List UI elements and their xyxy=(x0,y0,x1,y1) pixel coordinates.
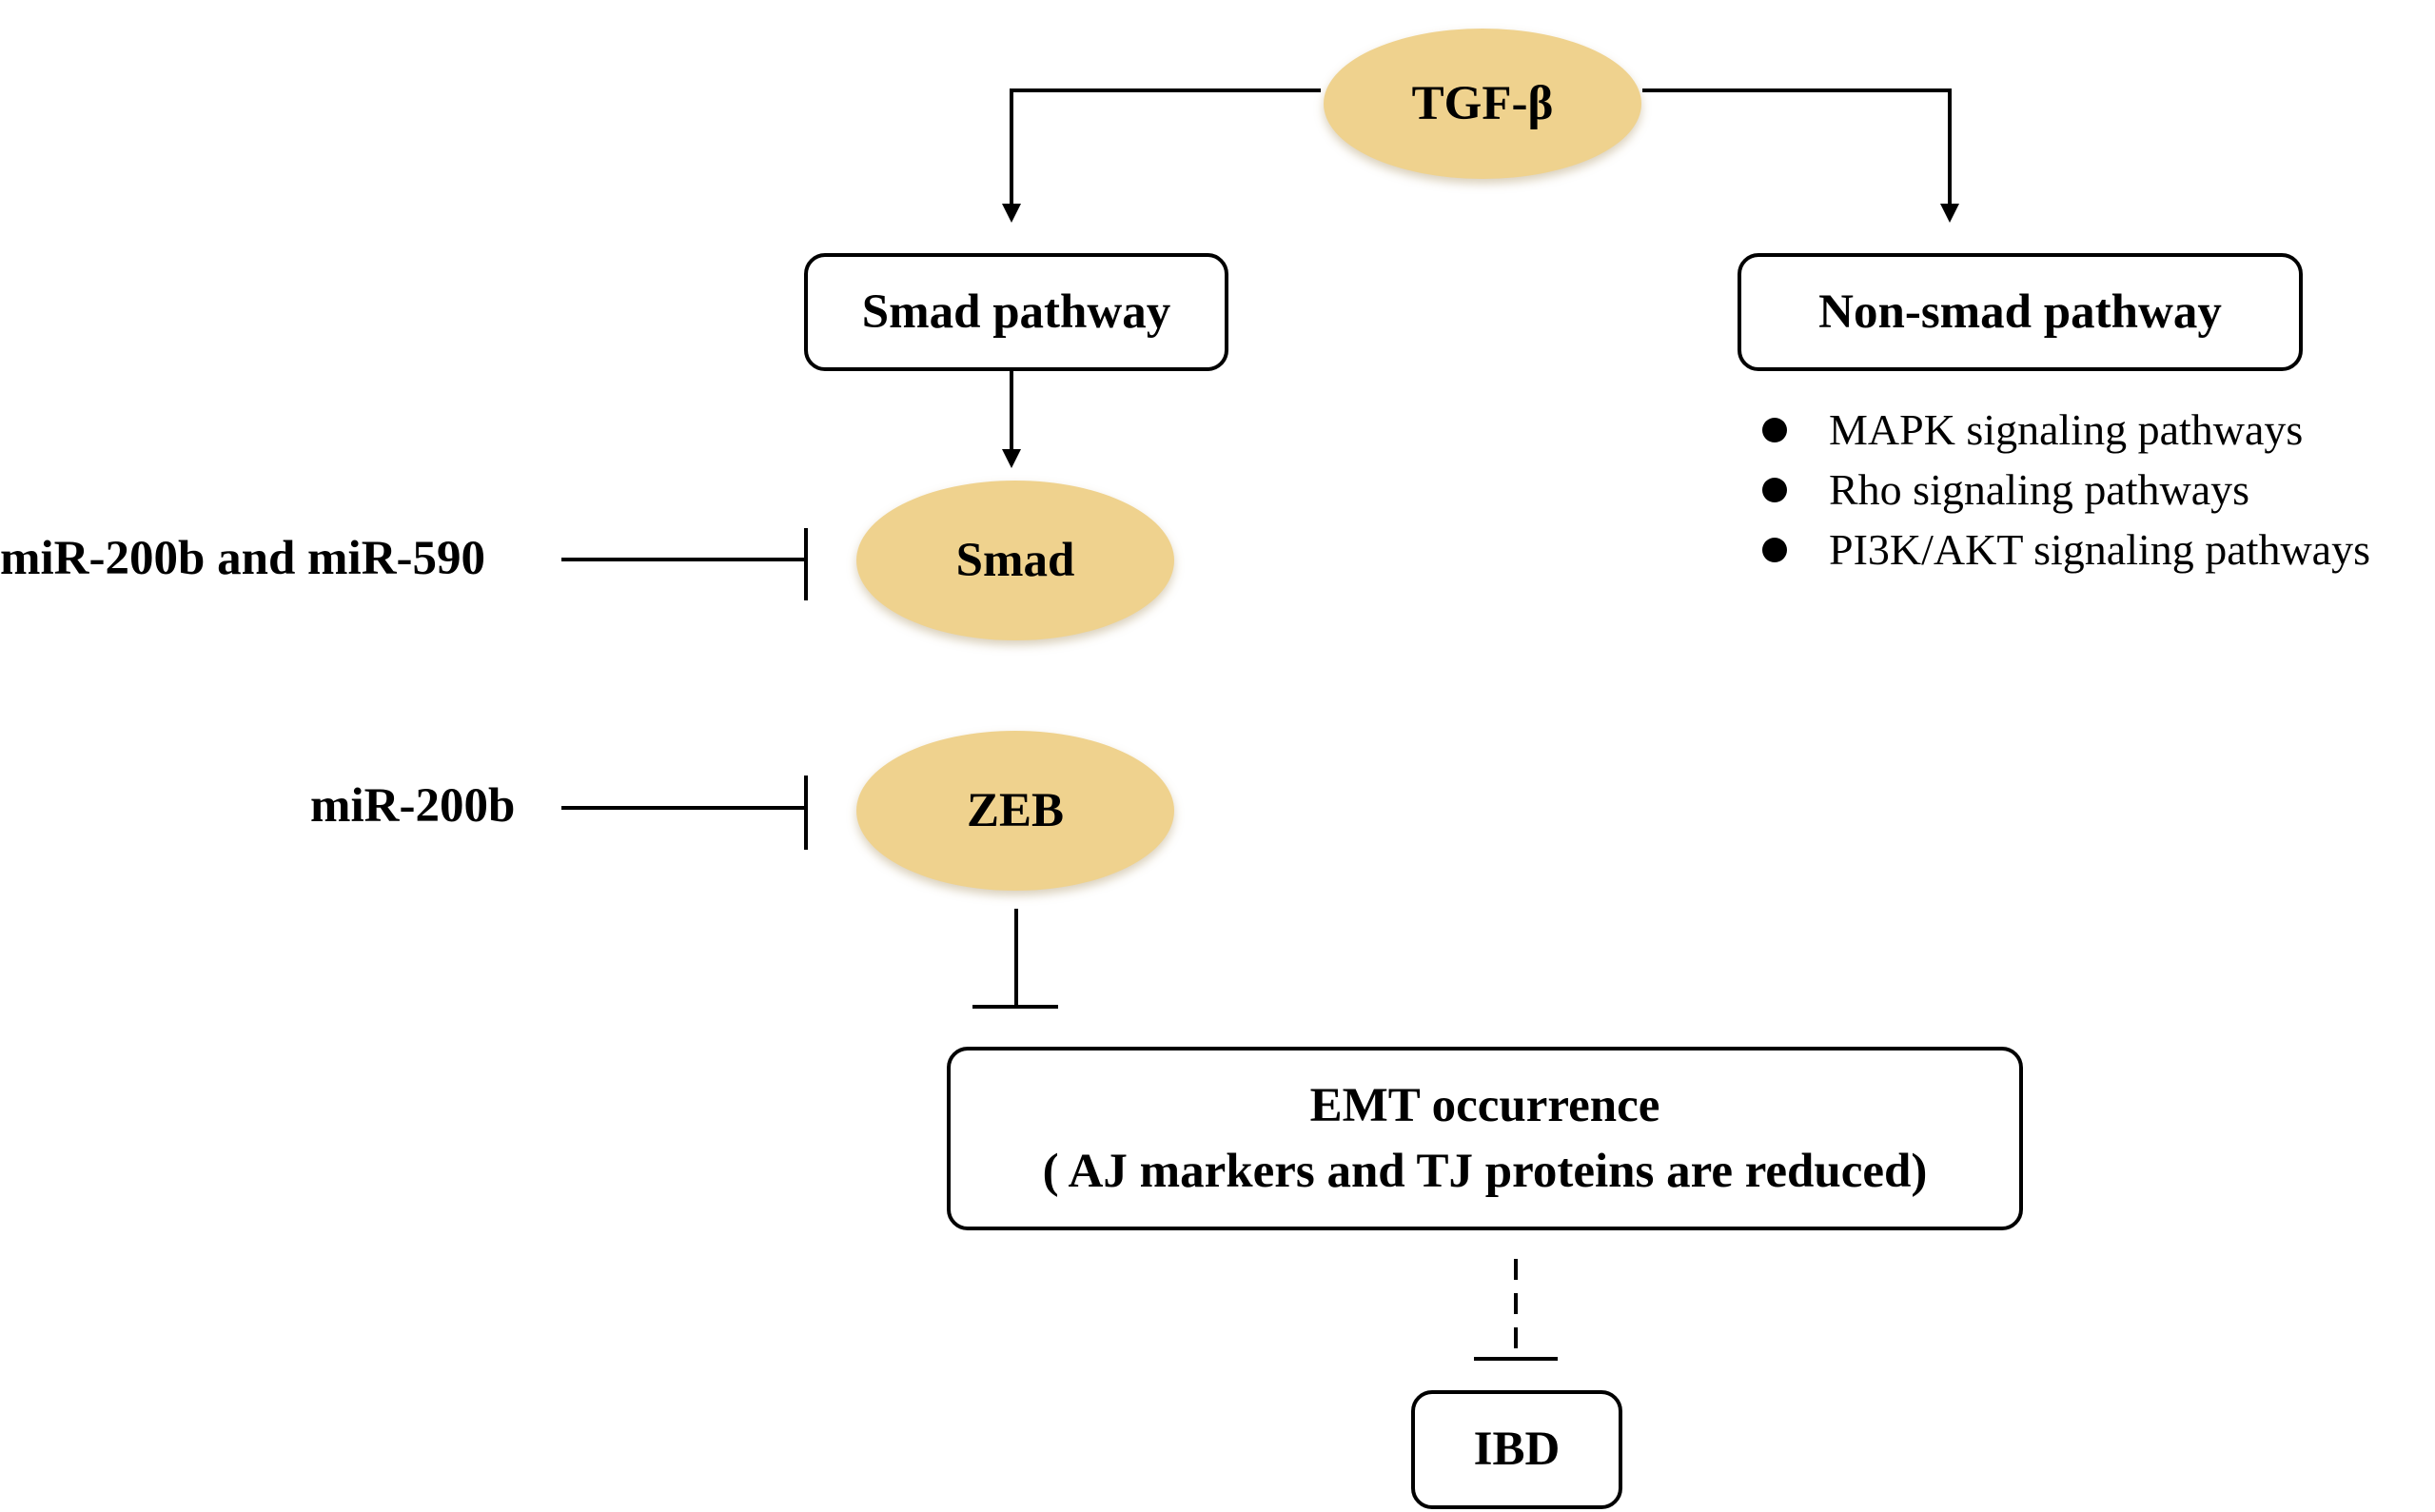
list-item: PI3K/AKT signaling pathways xyxy=(1758,520,2370,579)
smad-pathway-box: Smad pathway xyxy=(804,253,1228,371)
zeb-label: ZEB xyxy=(966,784,1065,837)
list-item: Rho signaling pathways xyxy=(1758,460,2370,520)
tgf-beta-node: TGF-β xyxy=(1324,29,1641,179)
non-smad-pathway-list: MAPK signaling pathways Rho signaling pa… xyxy=(1758,400,2370,579)
arrow-smad-pathway-to-smad xyxy=(1002,449,1021,468)
edge-tgf-to-non-smad-pathway xyxy=(1642,88,1952,209)
tgf-beta-label: TGF-β xyxy=(1411,77,1554,130)
ibd-label: IBD xyxy=(1473,1423,1561,1477)
bullet-icon xyxy=(1762,418,1787,442)
bullet-icon xyxy=(1762,478,1787,502)
inhibitor-label-zeb: miR-200b xyxy=(310,779,516,833)
non-smad-pathway-box: Non-smad pathway xyxy=(1738,253,2303,371)
ibd-box: IBD xyxy=(1411,1390,1622,1509)
non-smad-pathway-label: Non-smad pathway xyxy=(1818,285,2222,339)
emt-subtitle: ( AJ markers and TJ proteins are reduced… xyxy=(1042,1144,1928,1198)
list-item-label: MAPK signaling pathways xyxy=(1829,405,2304,454)
smad-node: Smad xyxy=(856,481,1174,640)
list-item-label: Rho signaling pathways xyxy=(1829,465,2250,514)
list-item: MAPK signaling pathways xyxy=(1758,400,2370,460)
arrow-tgf-to-smad-pathway xyxy=(1002,204,1021,223)
list-item-label: PI3K/AKT signaling pathways xyxy=(1829,525,2371,574)
smad-pathway-label: Smad pathway xyxy=(861,285,1171,339)
edge-tgf-to-smad-pathway xyxy=(1010,88,1321,209)
emt-box: EMT occurrence ( AJ markers and TJ prote… xyxy=(947,1047,2023,1230)
zeb-node: ZEB xyxy=(856,731,1174,891)
bullet-icon xyxy=(1762,538,1787,562)
smad-label: Smad xyxy=(955,534,1075,587)
inhibitor-label-smad: miR-200b and miR-590 xyxy=(0,532,486,585)
arrow-tgf-to-non-smad-pathway xyxy=(1940,204,1959,223)
emt-title: EMT occurrence xyxy=(1309,1078,1660,1132)
